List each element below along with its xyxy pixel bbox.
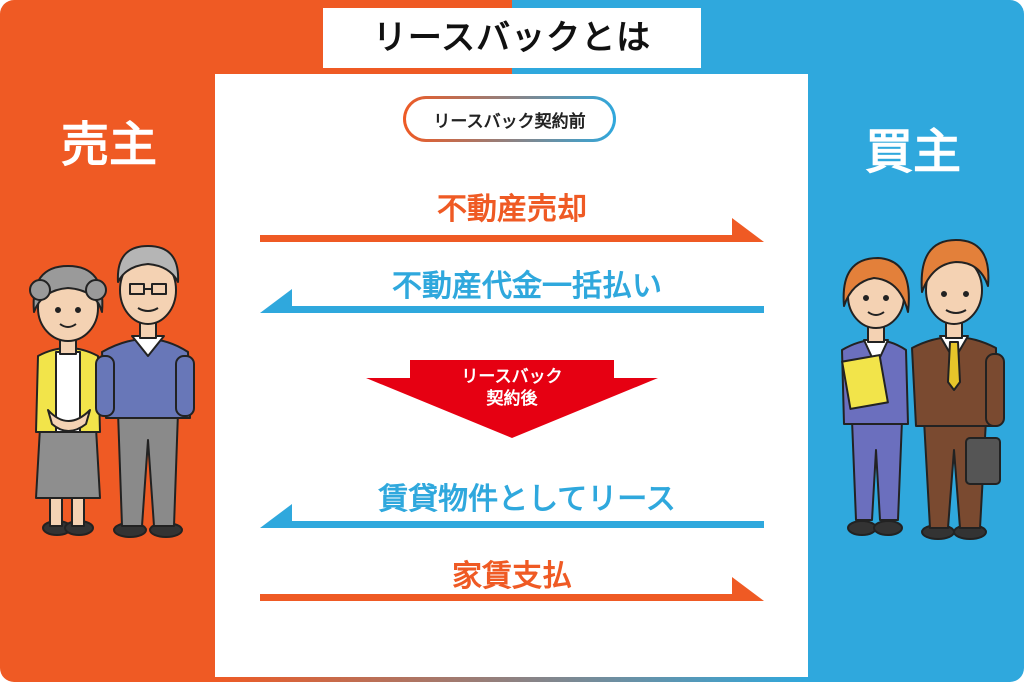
- flow-arrow-payment: [260, 289, 764, 313]
- elderly-woman-icon: [29, 265, 107, 536]
- flow-label-sale: 不動産売却: [437, 192, 587, 227]
- businesswoman-icon: [841, 257, 910, 536]
- flow-label-payment: 不動産代金一括払い: [392, 269, 662, 304]
- flow-label-rent: 家賃支払: [452, 559, 572, 594]
- after-contract-arrow: [366, 360, 658, 438]
- flow-arrow-sale: [260, 218, 764, 242]
- buyer-label: 買主: [864, 124, 961, 180]
- center-panel-bottom-edge: [215, 677, 808, 682]
- after-contract-label-line2: 契約後: [486, 389, 538, 409]
- seller-label: 売主: [60, 117, 157, 173]
- before-contract-badge: リースバック契約前: [403, 96, 616, 142]
- page-title: リースバックとは: [372, 18, 652, 58]
- flow-arrow-rent: [260, 577, 764, 601]
- flow-label-lease: 賃貸物件としてリース: [378, 482, 676, 517]
- flow-arrow-lease: [260, 504, 764, 528]
- after-contract-label-line1: リースバック: [461, 367, 563, 387]
- elderly-man-icon: [95, 245, 195, 538]
- after-contract-label: リースバック 契約後: [418, 366, 606, 410]
- title-box: [323, 8, 701, 68]
- businessman-icon: [911, 239, 1005, 540]
